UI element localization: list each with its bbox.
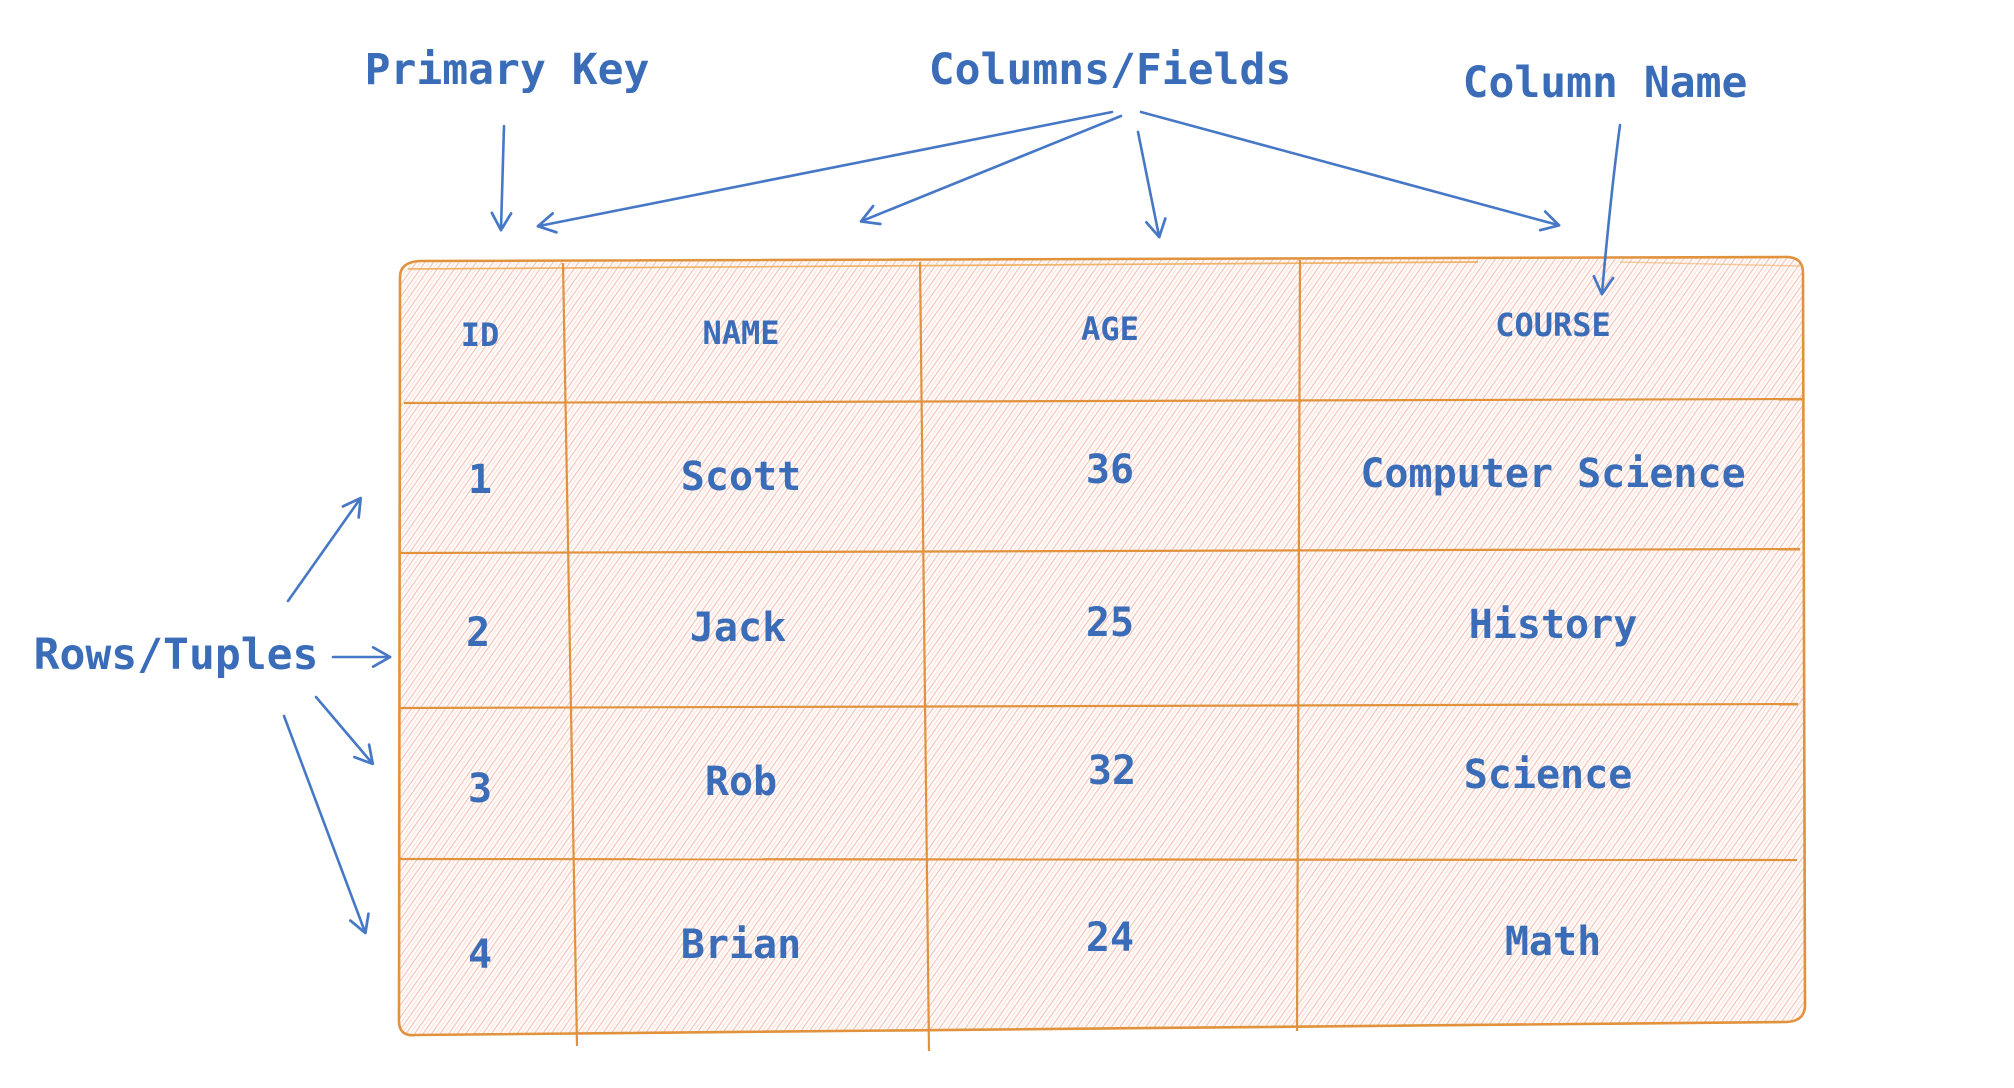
arrow-rows-to-row1 — [286, 496, 363, 603]
cell-row3-course: Science — [1463, 752, 1633, 798]
cell-row4-id: 4 — [467, 932, 493, 978]
annotation-columns-fields: Columns/Fields — [928, 45, 1292, 95]
divider-row-3 — [397, 857, 1798, 862]
arrow-columns-to-name — [859, 114, 1123, 226]
table-outline-echo-right — [1619, 261, 1801, 267]
column-header-age: AGE — [1081, 310, 1139, 348]
arrow-rows-to-row4 — [282, 714, 370, 935]
cell-row1-id: 1 — [467, 457, 493, 503]
arrow-columns-to-age — [1136, 130, 1167, 239]
cell-row4-name: Brian — [680, 922, 802, 968]
arrow-primary-key — [490, 124, 513, 232]
divider-row-2 — [398, 702, 1799, 710]
arrow-columns-to-course — [1139, 110, 1561, 232]
table-outline — [397, 255, 1807, 1037]
column-header-course: COURSE — [1495, 306, 1611, 344]
divider-row-1 — [400, 547, 1801, 555]
cell-row1-name: Scott — [680, 454, 802, 500]
cell-row4-course: Math — [1504, 919, 1602, 965]
divider-col-name-age — [918, 261, 931, 1052]
cell-row1-course: Computer Science — [1360, 451, 1746, 497]
annotation-rows-tuples: Rows/Tuples — [33, 630, 319, 680]
divider-row-header — [403, 397, 1803, 405]
column-header-name: NAME — [702, 314, 780, 352]
cell-row2-id: 2 — [465, 610, 491, 656]
divider-col-id-name — [561, 262, 579, 1047]
column-header-id: ID — [460, 316, 500, 354]
cell-row4-age: 24 — [1085, 915, 1135, 961]
cell-row3-name: Rob — [704, 759, 778, 805]
cell-row2-course: History — [1468, 602, 1638, 648]
annotation-column-name: Column Name — [1462, 58, 1748, 108]
cell-row2-name: Jack — [689, 605, 787, 651]
annotation-primary-key: Primary Key — [364, 45, 650, 95]
arrow-column-name — [1592, 123, 1622, 296]
arrow-columns-to-id — [536, 110, 1114, 234]
cell-row1-age: 36 — [1085, 447, 1135, 493]
cell-row3-id: 3 — [467, 766, 493, 812]
divider-col-age-course — [1295, 259, 1302, 1032]
arrow-rows-to-row3 — [314, 695, 375, 766]
cell-row3-age: 32 — [1087, 748, 1137, 794]
cell-row2-age: 25 — [1085, 600, 1135, 646]
